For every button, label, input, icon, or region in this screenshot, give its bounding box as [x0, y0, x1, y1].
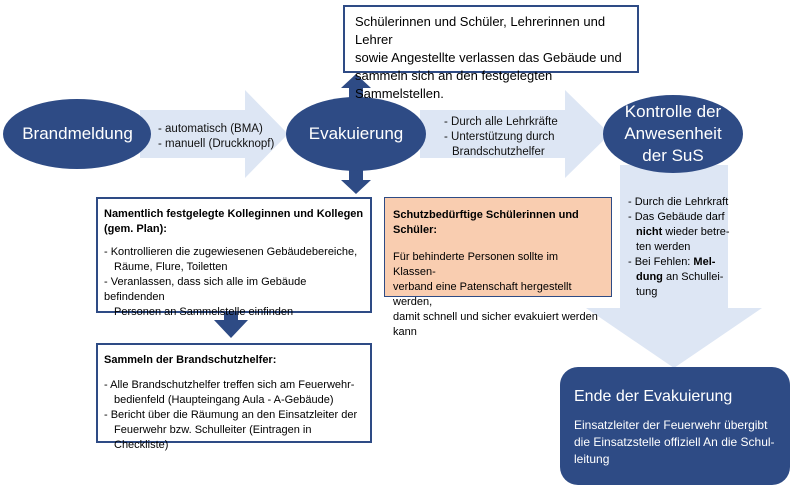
node-evakuierung — [286, 97, 426, 171]
kontrolle-side-text: - Durch die Lehrkraft - Das Gebäude darf… — [628, 195, 734, 300]
top-box-line-3: sammeln sich an den festgelegten Sammels… — [355, 68, 553, 101]
arrow-brandmeldung-evakuierung — [140, 90, 288, 178]
schutz-line-2: verband eine Patenschaft hergestellt wer… — [393, 281, 572, 308]
ende-line-3: leitung — [574, 452, 610, 466]
brandschutzhelfer-box: Sammeln der Brandschutzhelfer: - Alle Br… — [96, 343, 372, 451]
brandmeldung-text: Brandmeldung — [22, 124, 133, 143]
kontrolle-line-3: der SuS — [642, 146, 704, 165]
kollegen-heading-1: Namentlich festgelegte Kolleginnen und K… — [104, 208, 364, 220]
ende-line-1: Einsatzleiter der Feuerwehr übergibt — [574, 418, 768, 432]
side-line-5-bold: Mel- — [693, 256, 716, 268]
arrow1-text: - automatisch (BMA) - manuell (Druckknop… — [158, 122, 274, 152]
arrow-kollegen-brandschutz — [214, 312, 248, 338]
ende-line-2: die Einsatzstelle offiziell An die Schul… — [574, 435, 775, 449]
side-line-4: ten werden — [636, 241, 691, 253]
side-line-7: tung — [636, 286, 658, 298]
kontrolle-line-2: Anwesenheit — [624, 124, 722, 143]
schutzbeduerftige-box: Schutzbedürftige Schülerinnen und Schüle… — [384, 197, 612, 338]
node-kontrolle-label: Kontrolle der Anwesenheit der SuS — [605, 100, 741, 168]
arrow2-line-2: - Unterstützung durch — [444, 131, 555, 143]
schutz-heading: Schutzbedürftige Schülerinnen und Schüle… — [393, 209, 579, 236]
side-line-6-bold: dung — [636, 271, 663, 283]
ende-box: Ende der Evakuierung Einsatzleiter der F… — [560, 367, 790, 485]
node-kontrolle — [603, 95, 743, 173]
side-line-1: - Durch die Lehrkraft — [628, 196, 729, 208]
arrow-kontrolle-ende — [586, 165, 762, 368]
kollegen-item-2-line-2: Personen an Sammelstelle einfinden — [114, 306, 294, 318]
side-line-6: dung an Schullei- — [628, 270, 734, 285]
arrow2-line-3: Brandschutzhelfer — [452, 146, 545, 158]
top-box-line-1: Schülerinnen und Schüler, Lehrerinnen un… — [355, 14, 606, 47]
arrow1-line-2: - manuell (Druckknopf) — [158, 138, 275, 150]
side-line-6-rest: an Schullei- — [662, 271, 724, 283]
evakuierung-text: Evakuierung — [308, 124, 404, 143]
kollegen-item-1-line-2: Räume, Flure, Toiletten — [114, 261, 228, 273]
node-brandmeldung-label: Brandmeldung — [5, 112, 150, 156]
side-line-3-bold: nicht — [636, 226, 663, 238]
side-line-3-rest: wieder betre- — [662, 226, 730, 238]
arrow-evakuierung-kontrolle — [420, 90, 610, 178]
arrow1-line-1: - automatisch (BMA) — [158, 123, 263, 135]
node-brandmeldung — [3, 99, 151, 169]
kollegen-item-2-line-1: - Veranlassen, dass sich alle im Gebäude… — [104, 276, 307, 303]
brand-item-1-line-1: - Alle Brandschutzhelfer treffen sich am… — [104, 379, 355, 391]
side-line-3: nicht wieder betre- — [628, 225, 734, 240]
brand-item-2-line-1: - Bericht über die Räumung an den Einsat… — [104, 409, 358, 421]
kollegen-heading-2: (gem. Plan): — [104, 223, 167, 235]
brand-item-1-line-2: bedienfeld (Haupteingang Aula - A-Gebäud… — [114, 394, 334, 406]
kollegen-item-1-line-1: - Kontrollieren die zugewiesenen Gebäude… — [104, 246, 358, 258]
side-line-2: - Das Gebäude darf — [628, 211, 725, 223]
top-box: Schülerinnen und Schüler, Lehrerinnen un… — [343, 5, 639, 101]
arrow2-line-1: - Durch alle Lehrkräfte — [444, 116, 558, 128]
side-line-5: - Bei Fehlen: Mel- — [628, 255, 734, 270]
kontrolle-line-1: Kontrolle der — [624, 102, 722, 121]
ende-title: Ende der Evakuierung — [574, 388, 733, 405]
schutz-line-4: kann — [393, 326, 417, 338]
arrow-evakuierung-down — [341, 170, 371, 194]
arrow2-text: - Durch alle Lehrkräfte - Unterstützung … — [444, 115, 558, 160]
schutz-line-1: Für behinderte Personen sollte im Klasse… — [393, 251, 559, 278]
brand-heading: Sammeln der Brandschutzhelfer: — [104, 354, 277, 366]
arrow-evakuierung-up — [341, 74, 371, 98]
schutz-line-3: damit schnell und sicher evakuiert werde… — [393, 311, 598, 323]
node-evakuierung-label: Evakuierung — [288, 112, 424, 156]
kollegen-box: Namentlich festgelegte Kolleginnen und K… — [96, 197, 372, 318]
ende-text: Einsatzleiter der Feuerwehr übergibt die… — [574, 417, 776, 468]
top-box-line-2: sowie Angestellte verlassen das Gebäude … — [355, 50, 622, 65]
side-line-5-text: - Bei Fehlen: — [628, 256, 694, 268]
brand-item-2-line-2: Feuerwehr bzw. Schulleiter (Eintragen in… — [114, 424, 312, 451]
